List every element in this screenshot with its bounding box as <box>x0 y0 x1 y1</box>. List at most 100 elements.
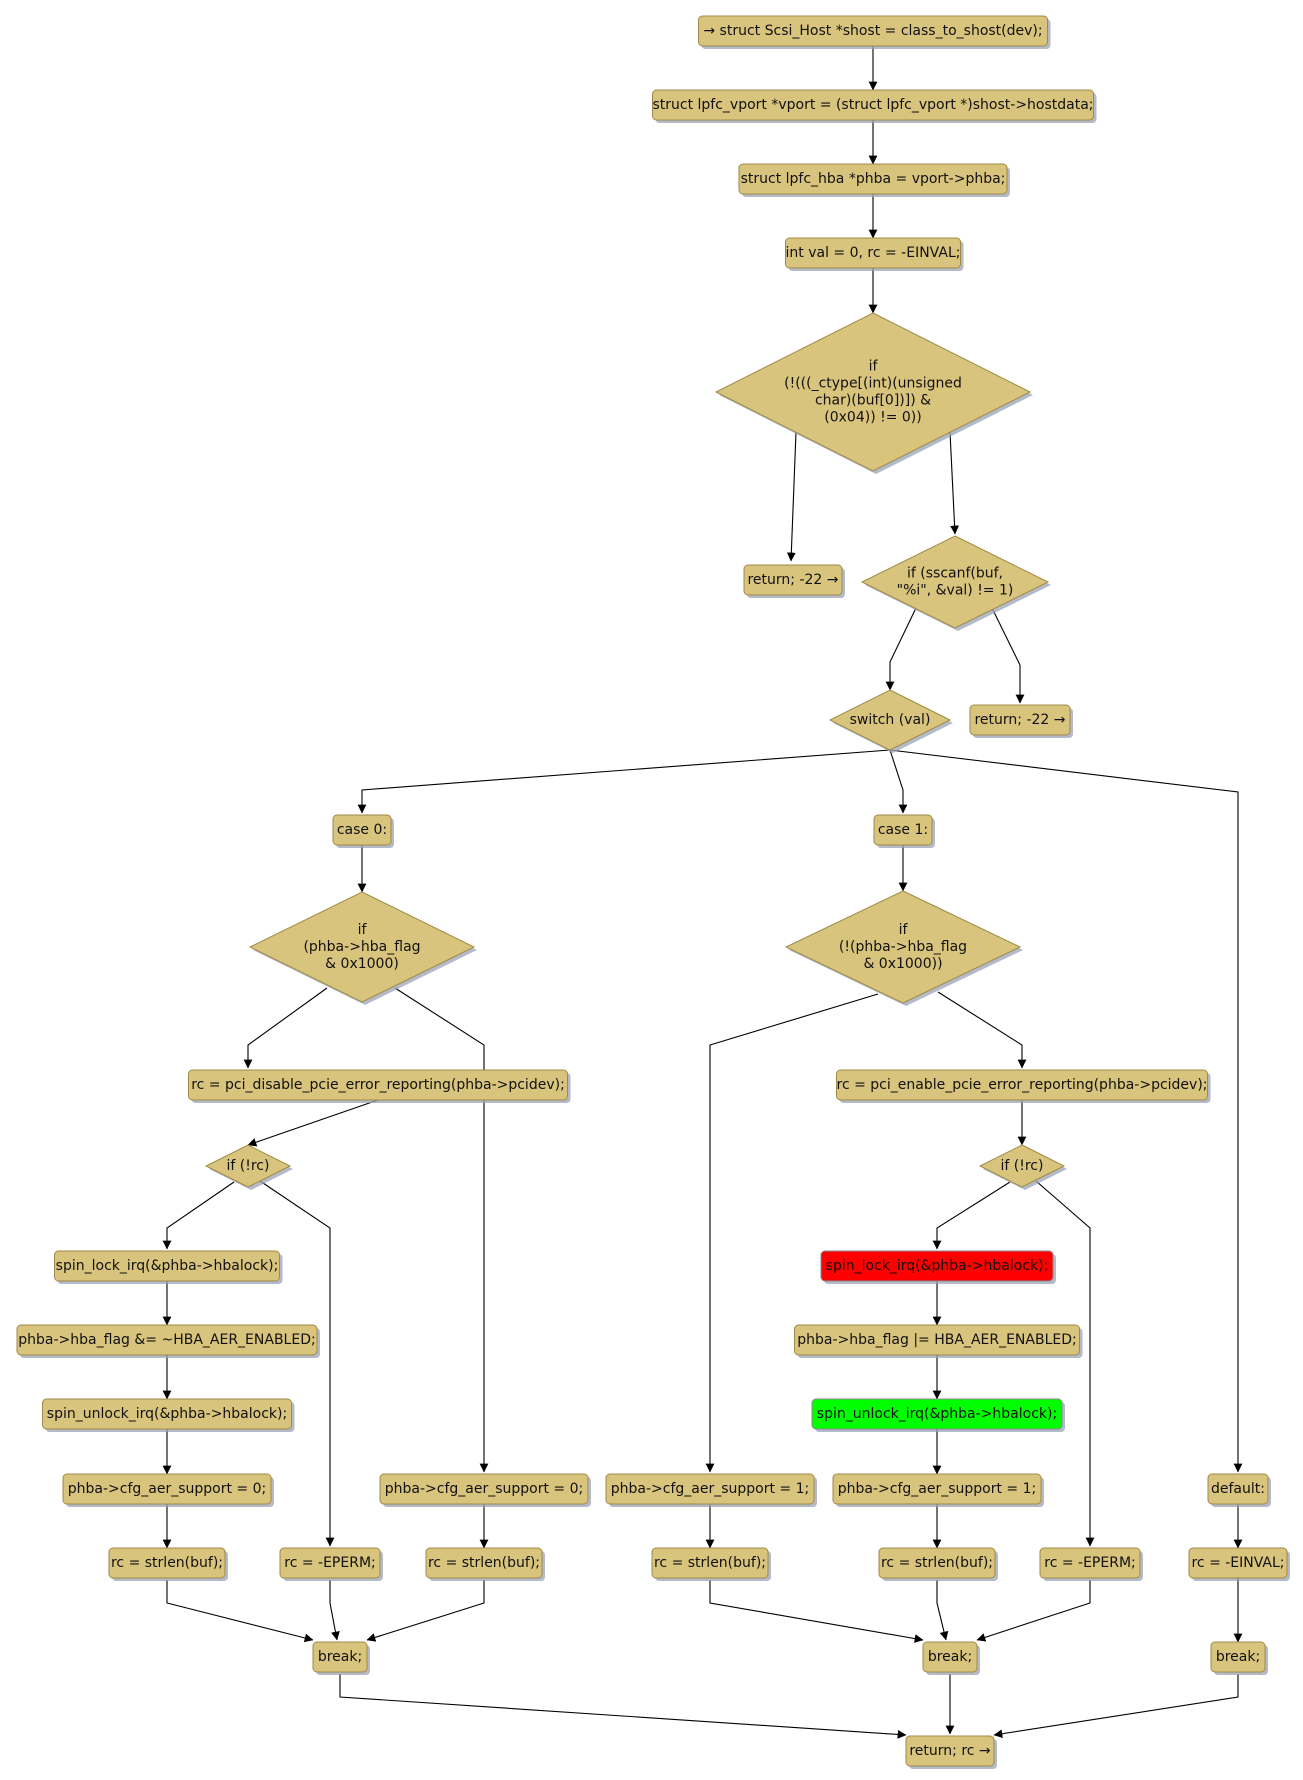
node-label: phba->hba_flag |= HBA_AER_ENABLED; <box>797 1332 1076 1348</box>
statement-box <box>605 1473 815 1505</box>
node-label: phba->hba_flag &= ~HBA_AER_ENABLED; <box>18 1332 315 1348</box>
node-label: default: <box>1211 1481 1265 1497</box>
decision-node-d5: if (!rc) <box>204 1144 293 1190</box>
node-label: "%i", &val) != 1) <box>897 583 1014 599</box>
node-label: rc = strlen(buf); <box>881 1555 993 1571</box>
edge-d5-to-e1 <box>259 1180 335 1547</box>
statement-node-g1: phba->cfg_aer_support = 1; <box>605 1473 817 1507</box>
edge-d3-to-a1 <box>243 987 328 1069</box>
edge-d3-to-f1 <box>394 987 489 1473</box>
node-label: rc = strlen(buf); <box>111 1555 223 1571</box>
statement-node-f2: rc = strlen(buf); <box>425 1547 545 1581</box>
node-label: (phba->hba_flag <box>303 939 420 955</box>
node-label: spin_lock_irq(&phba->hbalock); <box>826 1258 1049 1274</box>
statement-box <box>652 89 1094 121</box>
edge-f2-to-bk1 <box>366 1580 485 1642</box>
statement-node-c1: case 1: <box>873 814 935 848</box>
node-label: int val = 0, rc = -EINVAL; <box>786 245 961 261</box>
statement-box <box>425 1547 543 1579</box>
statement-box <box>1039 1547 1141 1579</box>
edge-a1-to-d5 <box>247 1099 379 1147</box>
edge-d2-to-sw <box>885 607 917 691</box>
node-label: rc = -EINVAL; <box>1191 1555 1284 1571</box>
statement-node-h5: rc = strlen(buf); <box>878 1547 998 1581</box>
statement-box <box>698 15 1048 47</box>
node-label: (!(((_ctype[(int)(unsigned <box>784 376 962 392</box>
decision-node-d1: if(!(((_ctype[(int)(unsignedchar)(buf[0]… <box>714 312 1033 474</box>
statement-node-n3: struct lpfc_hba *phba = vport->phba; <box>738 163 1010 197</box>
statement-node-bk1: break; <box>312 1641 370 1675</box>
node-label: break; <box>318 1649 362 1665</box>
node-label: struct lpfc_vport *vport = (struct lpfc_… <box>652 97 1093 113</box>
edge-b5-to-bk1 <box>166 1580 314 1643</box>
edges-layer <box>162 46 1243 1739</box>
node-label: spin_lock_irq(&phba->hbalock); <box>56 1258 279 1274</box>
statement-node-bk2: break; <box>922 1641 980 1675</box>
edge-d2-to-r2 <box>991 607 1025 704</box>
nodes-layer: → struct Scsi_Host *shost = class_to_sho… <box>16 15 1290 1769</box>
statement-box <box>811 1398 1063 1430</box>
node-label: switch (val) <box>850 712 931 728</box>
node-label: return; -22 → <box>747 572 838 588</box>
statement-box <box>905 1735 995 1767</box>
node-label: phba->cfg_aer_support = 1; <box>611 1481 809 1497</box>
node-label: return; rc → <box>909 1743 991 1759</box>
edge-bk1-to-ret <box>339 1674 907 1739</box>
statement-node-ret: return; rc → <box>905 1735 997 1769</box>
decision-diamond <box>860 535 1050 629</box>
node-label: & 0x1000)) <box>863 956 942 972</box>
statement-box <box>279 1547 381 1579</box>
edge-sw-to-c0 <box>357 749 891 814</box>
node-label: if (!rc) <box>227 1158 270 1174</box>
decision-diamond <box>784 890 1022 1004</box>
node-label: phba->cfg_aer_support = 1; <box>838 1481 1036 1497</box>
edge-d6-to-h1 <box>932 1181 1011 1250</box>
statement-box <box>1207 1473 1269 1505</box>
node-label: if (!rc) <box>1001 1158 1044 1174</box>
statement-node-e1: rc = -EPERM; <box>279 1547 383 1581</box>
statement-box <box>188 1069 568 1101</box>
statement-node-bk3: break; <box>1210 1641 1268 1675</box>
decision-node-d3: if(phba->hba_flag& 0x1000) <box>248 891 477 1005</box>
statement-node-n1: → struct Scsi_Host *shost = class_to_sho… <box>698 15 1051 49</box>
statement-box <box>969 704 1071 736</box>
decision-diamond <box>828 689 952 751</box>
node-label: spin_unlock_irq(&phba->hbalock); <box>817 1406 1057 1422</box>
node-label: (!(phba->hba_flag <box>839 939 967 955</box>
statement-node-h4: phba->cfg_aer_support = 1; <box>832 1473 1044 1507</box>
statement-box <box>42 1398 292 1430</box>
decision-diamond <box>978 1144 1066 1188</box>
statement-box <box>1210 1641 1266 1673</box>
node-label: rc = pci_enable_pcie_error_reporting(phb… <box>837 1077 1208 1093</box>
statement-box <box>62 1473 272 1505</box>
node-label: phba->cfg_aer_support = 0; <box>68 1481 266 1497</box>
statement-box <box>54 1250 280 1282</box>
node-label: rc = strlen(buf); <box>428 1555 540 1571</box>
edge-e1-to-bk1 <box>329 1580 340 1641</box>
statement-box <box>312 1641 368 1673</box>
node-label: return; -22 → <box>974 712 1065 728</box>
statement-node-f1: phba->cfg_aer_support = 0; <box>379 1473 591 1507</box>
node-label: case 1: <box>878 822 928 838</box>
statement-box <box>1188 1547 1288 1579</box>
node-label: spin_unlock_irq(&phba->hbalock); <box>47 1406 287 1422</box>
edge-d5-to-b1 <box>162 1181 235 1250</box>
statement-node-h1: spin_lock_irq(&phba->hbalock); <box>820 1250 1056 1284</box>
edge-g2-to-bk2 <box>709 1580 924 1643</box>
statement-node-df2: rc = -EINVAL; <box>1188 1547 1290 1581</box>
statement-node-a1: rc = pci_disable_pcie_error_reporting(ph… <box>188 1069 571 1103</box>
statement-box <box>832 1473 1042 1505</box>
node-label: case 0: <box>337 822 387 838</box>
node-label: & 0x1000) <box>325 956 399 972</box>
edge-d1-to-r1 <box>786 431 797 562</box>
edge-d6-to-e2 <box>1035 1180 1095 1547</box>
node-label: break; <box>1216 1649 1260 1665</box>
statement-node-h2: phba->hba_flag |= HBA_AER_ENABLED; <box>794 1324 1083 1358</box>
statement-node-r2: return; -22 → <box>969 704 1073 738</box>
node-label: (0x04)) != 0)) <box>824 410 921 426</box>
statement-box <box>379 1473 589 1505</box>
statement-node-n4: int val = 0, rc = -EINVAL; <box>785 237 964 271</box>
statement-node-a2: rc = pci_enable_pcie_error_reporting(phb… <box>836 1069 1211 1103</box>
decision-diamond <box>714 312 1032 472</box>
